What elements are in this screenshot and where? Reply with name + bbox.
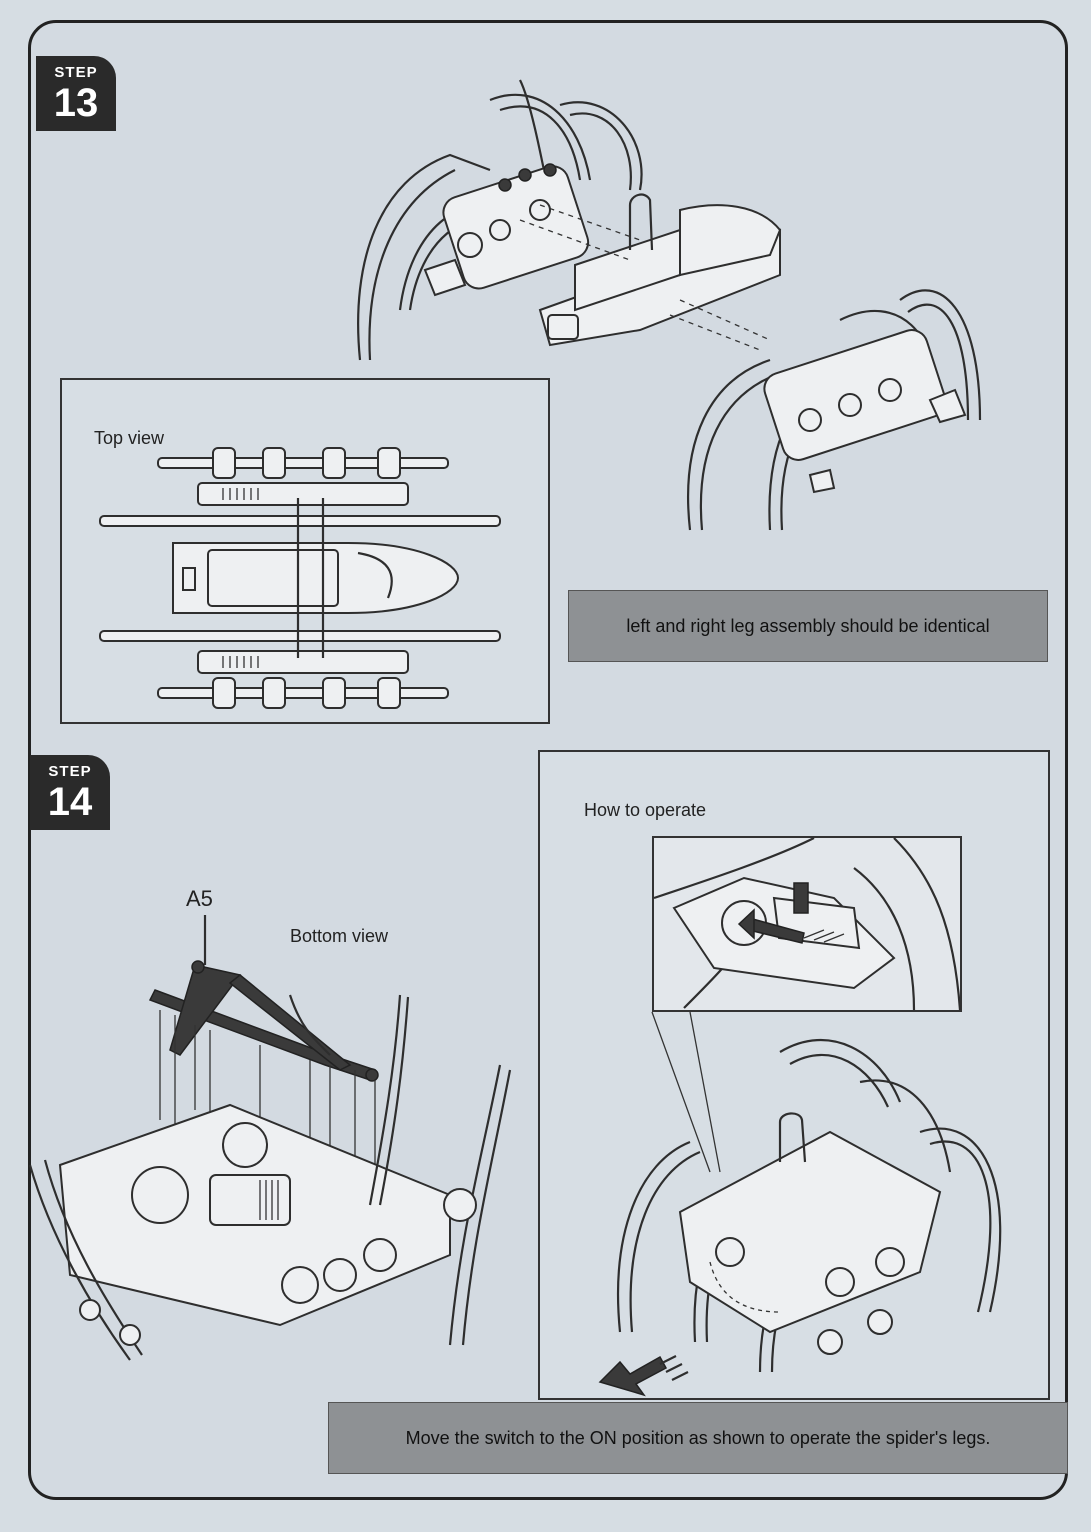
switch-detail-inset <box>652 836 962 1012</box>
left-leg-assembly <box>357 79 643 361</box>
step-13-caption: left and right leg assembly should be id… <box>568 590 1048 662</box>
spider-body-bottom <box>28 994 512 1361</box>
a5-part <box>148 960 379 1082</box>
bottom-view-label: Bottom view <box>290 926 389 946</box>
top-view-panel: Top view <box>60 378 550 724</box>
top-view-label: Top view <box>94 428 165 448</box>
step-14-caption: Move the switch to the ON position as sh… <box>328 1402 1068 1474</box>
step-13-assembly-illustration <box>357 79 982 531</box>
step-14-number: 14 <box>47 780 93 824</box>
how-to-operate-panel: How to operate <box>538 750 1050 1400</box>
step-13-badge: STEP 13 <box>36 56 116 131</box>
spider-iso-illustration <box>598 1038 1002 1397</box>
battery-box <box>538 193 782 347</box>
forward-direction-arrow <box>598 1355 689 1397</box>
top-view-legs <box>99 447 501 709</box>
part-a5-label: A5 <box>186 886 213 911</box>
step-13-word: STEP <box>54 64 98 81</box>
step-13-number: 13 <box>53 81 99 125</box>
step-14-word: STEP <box>48 763 92 780</box>
top-view-diagram <box>99 447 501 709</box>
step-14-badge: STEP 14 <box>30 755 110 830</box>
how-to-operate-label: How to operate <box>584 800 707 820</box>
insertion-lines <box>159 1010 376 1215</box>
switch-detail-illustration <box>653 837 962 1011</box>
right-leg-assembly <box>687 289 982 531</box>
top-view-body <box>172 498 460 658</box>
callout-lines <box>651 1011 721 1173</box>
bottom-view-illustration <box>28 915 512 1361</box>
alignment-arrows <box>519 204 771 351</box>
